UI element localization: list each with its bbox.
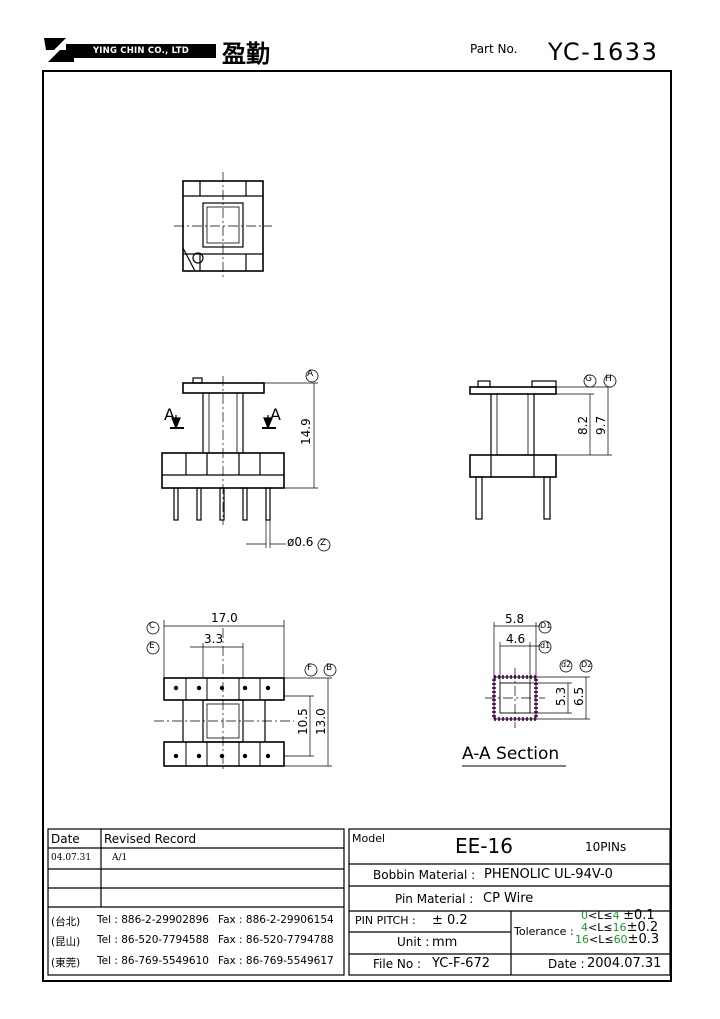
contact-dongguan-tel: Tel : 86-769-5549610 [97, 955, 209, 967]
pin-count: 10PINs [585, 840, 627, 854]
ref-D1: D1 [540, 621, 552, 630]
tol-3-mid: <L≤ [589, 933, 614, 946]
tolerance-row-3: 16<L≤60±0.3 [575, 932, 660, 947]
contact-dongguan-fax: Fax : 86-769-5549617 [218, 955, 334, 967]
ref-h: H [605, 374, 612, 384]
dim-10-5: 10.5 [296, 708, 310, 735]
tol-3-val: ±0.3 [627, 932, 660, 947]
dim-5-8: 5.8 [505, 612, 525, 626]
tol-2-hi: 16 [612, 921, 627, 934]
pin-material-label: Pin Material : [395, 892, 474, 906]
ref-f: F [307, 663, 313, 673]
top-view [174, 172, 272, 280]
front-view [161, 369, 331, 552]
title-block [47, 828, 671, 976]
model-value: EE-16 [455, 834, 513, 858]
tolerance-row-2: 4<L≤16±0.2 [581, 920, 659, 935]
ref-d2: d2 [561, 660, 572, 669]
tol-3-lo: 16 [575, 933, 589, 946]
unit-label: Unit : [397, 935, 430, 949]
ref-b: B [326, 663, 333, 673]
dim-3-3: 3.3 [204, 632, 224, 646]
contact-taipei-loc: (台北) [51, 916, 81, 928]
company-name: YING CHIN CO., LTD [66, 44, 216, 58]
section-view [462, 620, 593, 767]
file-no-value: YC-F-672 [432, 956, 490, 971]
dim-14-9: 14.9 [299, 418, 313, 445]
pin-pitch-label: PIN PITCH : [355, 914, 416, 927]
contact-taipei-tel: Tel : 886-2-29902896 [97, 914, 209, 926]
dim-4-6: 4.6 [506, 632, 526, 646]
tol-2-mid: <L≤ [588, 921, 613, 934]
contact-kunshan-fax: Fax : 86-520-7794788 [218, 934, 334, 946]
contact-dongguan-loc: (東莞) [51, 957, 81, 969]
dim-8-2: 8.2 [576, 415, 590, 435]
side-view [469, 374, 617, 520]
tolerance-row-1: 0<L≤4 ±0.1 [581, 908, 655, 923]
date-label: Date : [548, 957, 585, 971]
dim-pin-diameter: ø0.6 [287, 535, 314, 549]
part-number-value: YC-1633 [548, 38, 659, 66]
ref-z: Z [320, 538, 327, 548]
tol-2-val: ±0.2 [626, 920, 659, 935]
pin-pitch-value: ± 0.2 [432, 913, 468, 928]
file-no-label: File No : [373, 957, 422, 971]
bottom-view [146, 620, 337, 770]
revision-record-cell: A/1 [112, 853, 128, 863]
ref-e: E [149, 641, 155, 651]
contact-kunshan-loc: (昆山) [51, 936, 81, 948]
tol-1-mid: <L≤ [588, 909, 613, 922]
ref-a: A [307, 369, 314, 379]
contact-kunshan-tel: Tel : 86-520-7794588 [97, 934, 209, 946]
ref-g: G [585, 374, 592, 384]
bobbin-material-label: Bobbin Material : [373, 868, 476, 882]
drawing-frame [42, 70, 672, 982]
title-block-header: YING CHIN CO., LTD 盈勤 Part No. YC-1633 [0, 0, 720, 70]
tol-1-hi: 4 [612, 909, 620, 922]
pin-material-value: CP Wire [483, 891, 534, 906]
revision-record-header: Revised Record [104, 832, 197, 846]
model-label: Model [352, 832, 386, 845]
tol-1-lo: 0 [581, 909, 588, 922]
section-mark-left: A [164, 405, 175, 424]
dim-5-3: 5.3 [554, 686, 568, 706]
section-title: A-A Section [462, 744, 560, 764]
contact-taipei-fax: Fax : 886-2-29906154 [218, 914, 334, 926]
dim-17-0: 17.0 [211, 611, 238, 625]
company-name-cn: 盈勤 [222, 39, 270, 68]
revision-date-cell: 04.07.31 [51, 853, 92, 863]
tolerance-label: Tolerance : [514, 925, 574, 938]
bobbin-material-value: PHENOLIC UL-94V-0 [484, 867, 613, 882]
tol-3-hi: 60 [613, 933, 628, 946]
section-mark-right: A [270, 405, 281, 424]
date-value: 2004.07.31 [587, 956, 662, 971]
part-number-label: Part No. [470, 42, 518, 56]
tol-1-val: ±0.1 [623, 908, 655, 923]
unit-value: mm [432, 935, 458, 950]
dim-9-7: 9.7 [594, 415, 608, 435]
ref-d1: d1 [540, 641, 551, 650]
ref-D2: D2 [581, 660, 593, 669]
revision-date-header: Date [51, 832, 80, 846]
ref-c: C [149, 621, 156, 631]
dim-13-0: 13.0 [314, 708, 328, 735]
tol-2-lo: 4 [581, 921, 588, 934]
dim-6-5: 6.5 [572, 686, 586, 706]
